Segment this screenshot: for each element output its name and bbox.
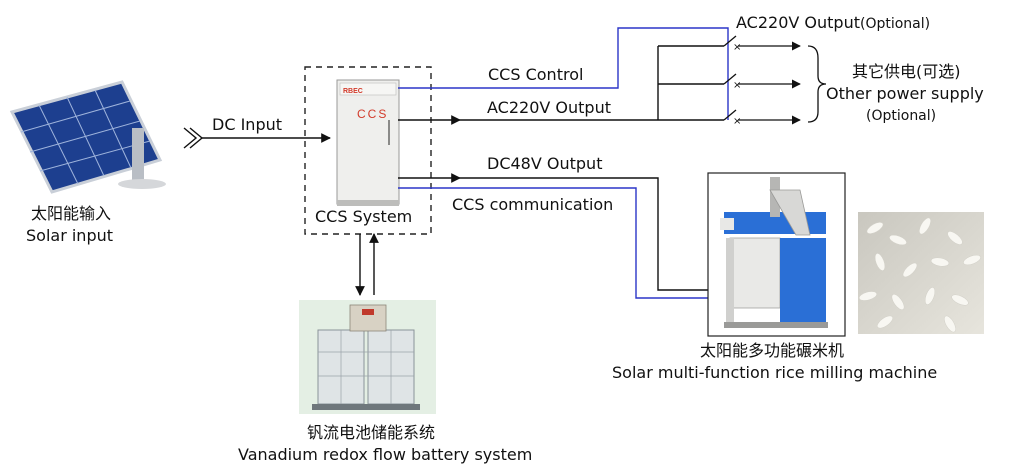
dc-input-label: DC Input [212,115,283,134]
ac-optional-main: AC220V Output [736,13,860,32]
solar-input-label-cn: 太阳能输入 [31,204,112,223]
ac220-output-label: AC220V Output [487,98,611,117]
svg-text:×: × [733,116,741,127]
ac-optional-suffix: (Optional) [859,16,931,32]
power-lines [398,45,724,291]
rice-mill-label-cn: 太阳能多功能碾米机 [700,341,845,360]
rice-mill-label-en: Solar multi-function rice milling machin… [612,363,938,382]
switches: × × × [723,35,801,127]
ccs-cabinet-brand: RBEC [343,88,363,95]
other-power-label-en: Other power supply [826,84,984,103]
battery-label-en: Vanadium redox flow battery system [238,445,533,464]
rice-mill-image [707,172,846,337]
battery-system-image [299,300,436,414]
rice-grains-image [858,212,984,334]
control-lines [398,27,729,299]
other-power-label-cn: 其它供电(可选) [852,62,961,81]
ac-optional-label: AC220V Output(Optional) [736,13,931,33]
ccs-control-label: CCS Control [488,65,584,84]
ccs-cabinet-image [336,79,400,206]
dc-input-connector [183,127,204,149]
ccs-system-box [304,66,432,235]
ccs-communication-label: CCS communication [452,195,614,214]
svg-text:×: × [733,80,741,91]
ccs-cabinet-text: CCS [357,107,388,121]
brace [807,45,827,123]
solar-input-label-en: Solar input [26,226,114,245]
ccs-system-label: CCS System [315,207,413,226]
other-power-label-opt: (Optional) [866,108,937,124]
battery-label-cn: 钒流电池储能系统 [307,423,436,442]
solar-panel-image [9,80,166,194]
dc48-output-label: DC48V Output [487,154,603,173]
svg-text:×: × [733,42,741,53]
